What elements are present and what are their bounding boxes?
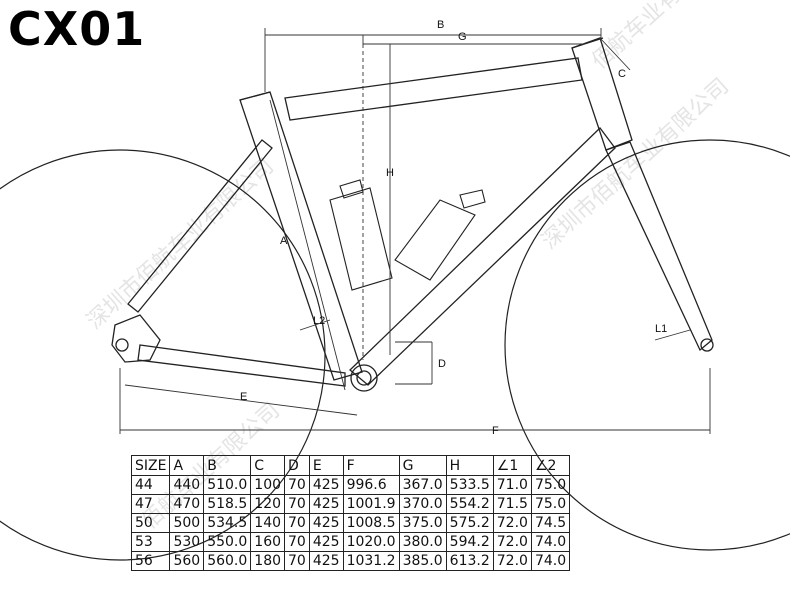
table-header: ∠2 [530,455,571,476]
table-cell: 70 [284,513,310,533]
table-header: B [203,455,252,476]
front-wheel [504,139,790,551]
table-header: G [398,455,447,476]
table-cell: 425 [308,475,344,495]
table-header: F [342,455,400,476]
table-cell: 1008.5 [342,513,400,533]
table-cell: 425 [308,532,344,552]
table-cell: 500 [169,513,205,533]
table-cell: 100 [250,475,286,495]
table-cell: 72.0 [492,551,532,571]
table-cell: 425 [308,494,344,514]
table-cell: 74.0 [530,551,571,571]
table-cell: 56 [130,551,171,571]
table-cell: 70 [284,494,310,514]
watermark-text: 深圳市佰航车业有限公司 [82,154,279,335]
frame [111,37,714,392]
table-cell: 72.0 [492,532,532,552]
table-header: C [250,455,286,476]
dim-label-b: B [437,19,444,31]
dim-label-l1: L1 [655,323,667,335]
table-cell: 560 [169,551,205,571]
table-cell: 1020.0 [342,532,400,552]
table-header: SIZE [130,455,171,476]
table-cell: 180 [250,551,286,571]
table-header: A [169,455,205,476]
table-cell: 74.5 [530,513,571,533]
table-cell: 47 [130,494,171,514]
table-header: E [308,455,344,476]
table-cell: 996.6 [342,475,400,495]
table-cell: 594.2 [445,532,494,552]
table-cell: 71.0 [492,475,532,495]
table-header-row: SIZE A B C D E F G H ∠1 ∠2 [130,455,571,476]
dimension-lines [119,28,711,434]
dim-label-f: F [492,425,499,437]
dim-label-c: C [618,68,626,80]
table-cell: 160 [250,532,286,552]
table-cell: 613.2 [445,551,494,571]
dimension-labels: B G C H A D E F L2 L1 [240,19,667,437]
table-header: ∠1 [492,455,532,476]
table-cell: 120 [250,494,286,514]
dim-label-a: A [280,235,288,247]
water-bottles [329,179,486,291]
table-cell: 70 [284,475,310,495]
table-cell: 550.0 [203,532,252,552]
dim-label-h: H [386,167,394,179]
table-cell: 50 [130,513,171,533]
table-cell: 74.0 [530,532,571,552]
table-cell: 53 [130,532,171,552]
watermark-text: 深圳市佰航车业有限公司 [537,74,734,255]
table-cell: 75.0 [530,475,571,495]
table-cell: 380.0 [398,532,447,552]
table-cell: 70 [284,551,310,571]
table-cell: 370.0 [398,494,447,514]
dim-label-l2: L2 [313,315,325,327]
table-cell: 1031.2 [342,551,400,571]
dim-label-d: D [438,358,446,370]
table-cell: 554.2 [445,494,494,514]
table-cell: 1001.9 [342,494,400,514]
table-cell: 560.0 [203,551,252,571]
table-header: D [284,455,310,476]
table-cell: 72.0 [492,513,532,533]
dim-label-e: E [240,391,247,403]
table-cell: 534.5 [203,513,252,533]
table-cell: 510.0 [203,475,252,495]
table-cell: 425 [308,551,344,571]
table-cell: 375.0 [398,513,447,533]
watermark-text: 佰航车业有限公司 [587,0,735,74]
table-cell: 367.0 [398,475,447,495]
table-cell: 575.2 [445,513,494,533]
table-cell: 518.5 [203,494,252,514]
table-cell: 44 [130,475,171,495]
table-cell: 75.0 [530,494,571,514]
table-cell: 140 [250,513,286,533]
table-cell: 530 [169,532,205,552]
table-header: H [445,455,494,476]
table-cell: 440 [169,475,205,495]
table-cell: 425 [308,513,344,533]
table-cell: 533.5 [445,475,494,495]
table-cell: 385.0 [398,551,447,571]
table-cell: 71.5 [492,494,532,514]
dim-label-g: G [458,31,467,43]
table-cell: 70 [284,532,310,552]
model-title: CX01 [8,2,146,56]
table-cell: 470 [169,494,205,514]
